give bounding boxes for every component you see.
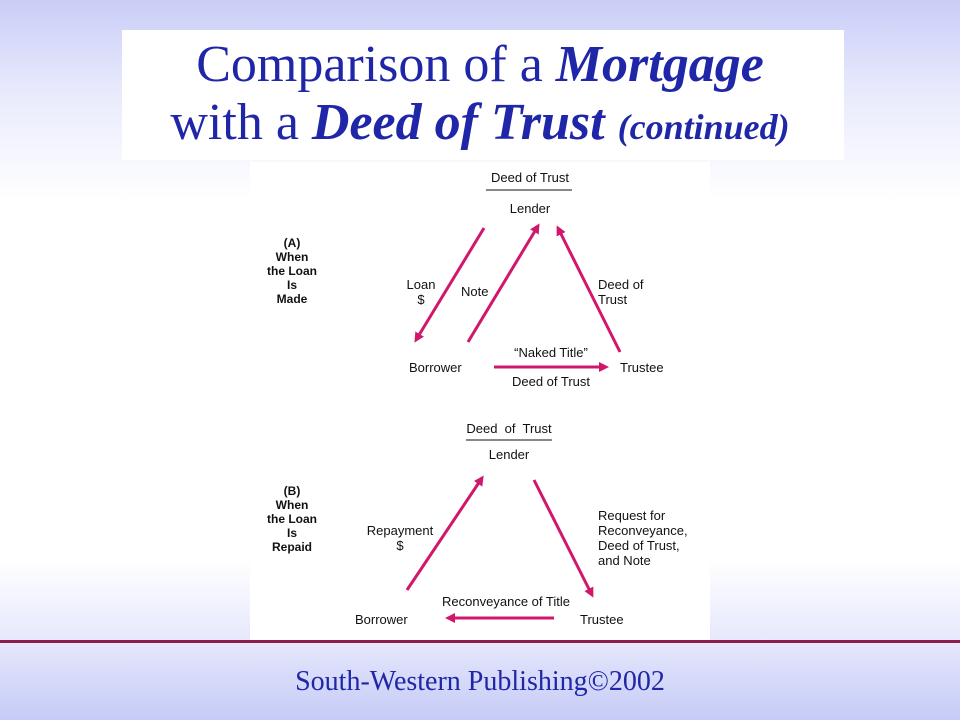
repayment-arrow-b: [405, 475, 484, 591]
loan-label-a: Loan $: [406, 277, 436, 307]
repayment-label-b: Repayment $: [366, 523, 434, 553]
section-a-label: (A) When the Loan Is Made: [267, 236, 317, 306]
reconveyance-label-b: Reconveyance of Title: [442, 594, 570, 609]
trustee-node-a: Trustee: [620, 360, 664, 375]
title-background: [122, 30, 844, 160]
slide-title: Comparison of a Mortgage with a Deed of …: [0, 36, 960, 156]
request-arrow-b: [532, 479, 594, 598]
note-label-a: Note: [461, 284, 489, 299]
lender-deed-label-a: Deed of Trust: [490, 170, 570, 185]
borrower-node-b: Borrower: [355, 612, 408, 627]
title-continued: (continued): [617, 107, 790, 147]
deed-of-trust-label-a: Deed of Trust: [511, 374, 591, 389]
borrower-node-a: Borrower: [409, 360, 462, 375]
loan-arrow-a: [414, 227, 486, 343]
request-label-b: Request for Reconveyance, Deed of Trust,…: [598, 508, 688, 568]
title-line1-prefix: Comparison of a: [196, 36, 556, 93]
note-arrow-a: [466, 223, 540, 343]
lender-deed-label-b: Deed of Trust: [466, 421, 552, 436]
deed-label-a: Deed of Trust: [598, 277, 644, 307]
diagram-panel: [250, 162, 710, 642]
lender-node-a: Lender: [509, 201, 551, 216]
deed-arrow-a: [556, 225, 622, 353]
naked-title-label-a: “Naked Title”: [514, 345, 588, 360]
footer-publisher: South-Western Publishing©2002: [295, 666, 665, 697]
section-b-label: (B) When the Loan Is Repaid: [267, 484, 317, 554]
lender-node-b: Lender: [488, 447, 530, 462]
footer-divider: [0, 640, 960, 643]
title-deed-of-trust: Deed of Trust: [311, 94, 605, 151]
trustee-node-b: Trustee: [580, 612, 624, 627]
title-line2-prefix: with a: [170, 94, 312, 151]
title-mortgage: Mortgage: [555, 36, 764, 93]
